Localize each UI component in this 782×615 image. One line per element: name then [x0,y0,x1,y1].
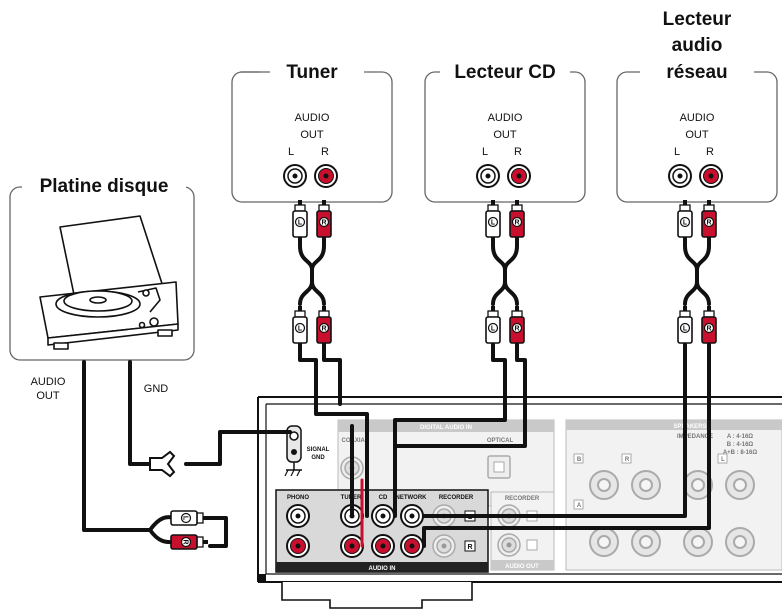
platine-plug-r-label: R [182,539,189,544]
cd-top-plug-r-label: R [514,220,519,227]
tuner-title: Tuner [286,62,338,83]
network-jack-r [699,164,723,188]
signal-gnd-terminal [284,425,302,477]
cables [82,233,711,548]
tuner-jack-r [314,164,338,188]
phono-jack-r [286,534,310,558]
tuner-audio-label: AUDIO [295,112,330,124]
cd-top-plug-r: R [509,200,525,238]
network-bottom-plug-l-label: L [683,326,688,333]
phono-label: PHONO [287,495,309,501]
impedance-ab: A+B : 8-16Ω [723,450,758,456]
network-bottom-plug-r-label: R [706,326,711,333]
network-r-label: R [706,146,714,158]
network-in-jack-l [400,504,424,528]
cd-bottom-plug-r-label: R [514,326,519,333]
platine-out-label: OUT [36,390,60,402]
platine-audio-label: AUDIO [31,376,66,388]
impedance-a: A : 4-16Ω [727,434,753,440]
cd-bottom-plug-r: R [509,306,525,344]
network-in-label: NETWORK [396,495,428,501]
tuner-top-plug-r: R [316,200,332,238]
spk-r-mark: R [625,457,630,463]
tuner-jack-l [283,164,307,188]
impedance-label: IMPEDANCE [677,434,713,440]
optical-label: OPTICAL [487,438,514,444]
network-out-label: OUT [685,129,709,141]
network-title-line2: audio [672,35,723,56]
tuner-bottom-plug-l-label: L [298,326,303,333]
digital-audio-in-label: DIGITAL AUDIO IN [420,425,472,431]
cd-jack-l [476,164,500,188]
audio-in-label: AUDIO IN [369,566,396,572]
speakers-label: SPEAKERS [673,424,706,430]
platine-plug-l-label: L [182,516,189,521]
tuner-bottom-plug-r: R [316,306,332,344]
network-top-plug-r: R [701,200,717,238]
cd-l-label: L [482,146,488,158]
amplifier-rear-panel: DIGITAL AUDIO IN COAXIAL OPTICAL SIGNAL … [257,396,782,609]
platine-plug-r: R [170,534,208,550]
coaxial-label: COAXIAL [342,438,369,444]
cd-top-plug-l-label: L [491,220,496,227]
rec-out-jack-r [497,533,521,557]
tuner-top-plug-l: L [292,200,308,238]
network-title-line1: Lecteur [663,9,732,30]
device-box-network: Lecteur audio réseau AUDIO OUT L R [616,9,778,203]
network-bottom-plug-l: L [677,306,693,344]
cd-in-jack-r [371,534,395,558]
cd-bottom-plug-l-label: L [491,326,496,333]
tuner-bottom-plug-r-label: R [321,326,326,333]
signal-gnd-label-1: SIGNAL [307,447,330,453]
device-box-cd: Lecteur CD AUDIO OUT L R [424,56,586,203]
cd-r-label: R [514,146,522,158]
amp-r-mark: R [467,544,472,551]
tuner-out-label: OUT [300,129,324,141]
network-in-jack-r [400,534,424,558]
network-title-line3: réseau [666,62,727,83]
network-audio-label: AUDIO [680,112,715,124]
cd-in-jack-l [371,504,395,528]
network-top-plug-r-label: R [706,220,711,227]
network-jack-l [668,164,692,188]
impedance-b: B : 4-16Ω [727,442,754,448]
network-top-plug-l-label: L [683,220,688,227]
recorder-in-jack-r [432,534,456,558]
network-l-label: L [674,146,680,158]
rca-plugs: L R L R L R L R L R L R L R [170,200,717,550]
network-bottom-plug-r: R [701,306,717,344]
recorder-in-label: RECORDER [439,495,474,501]
platine-title: Platine disque [40,176,169,197]
phono-jack-l [286,504,310,528]
device-box-platine: Platine disque [9,171,195,361]
speaker-terminals [589,470,755,557]
tuner-bottom-plug-l: L [292,306,308,344]
tuner-top-plug-r-label: R [321,220,326,227]
tuner-r-label: R [321,146,329,158]
cd-audio-label: AUDIO [488,112,523,124]
ground-fork-connector [149,450,176,478]
tuner-in-jack-r [340,534,364,558]
network-top-plug-l: L [677,200,693,238]
cd-title: Lecteur CD [454,62,555,83]
platine-gnd-label: GND [144,383,169,395]
tuner-top-plug-l-label: L [298,220,303,227]
turntable-illustration [39,215,179,350]
recorder-label-2: RECORDER [505,496,540,502]
spk-b-mark-1: B [577,457,582,463]
spk-a-mark-1: A [577,503,582,509]
audio-out-label: AUDIO OUT [505,564,539,570]
cd-in-label: CD [379,495,388,501]
cd-out-label: OUT [493,129,517,141]
tuner-l-label: L [288,146,294,158]
device-box-tuner: Tuner AUDIO OUT L R [231,56,393,203]
cd-top-plug-l: L [485,200,501,238]
cd-bottom-plug-l: L [485,306,501,344]
spk-l-mark: L [721,457,725,463]
signal-gnd-label-2: GND [311,455,325,461]
cd-jack-r [507,164,531,188]
platine-plug-l: L [170,510,208,526]
